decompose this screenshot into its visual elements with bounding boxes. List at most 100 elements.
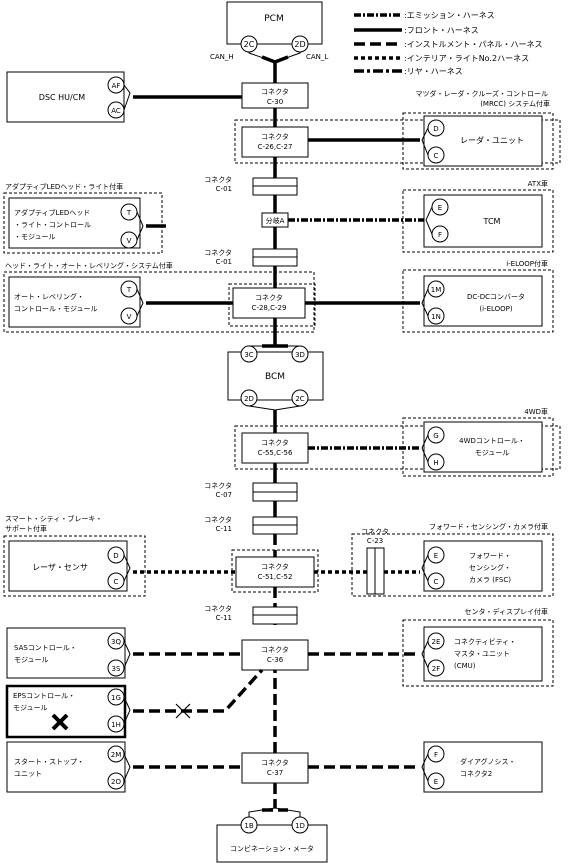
svg-text:C-11: C-11 (216, 614, 232, 622)
svg-text:モジュール: モジュール (475, 449, 510, 457)
svg-text:モジュール: モジュール (14, 656, 49, 664)
connector-c11-lower: コネクタ C-11 (204, 604, 298, 625)
svg-text:マスタ・ユニット: マスタ・ユニット (454, 649, 510, 658)
svg-text:コネクタ: コネクタ (261, 645, 289, 654)
svg-text:C-37: C-37 (267, 769, 283, 777)
svg-text:V: V (127, 237, 132, 245)
pcm-pin-2c (240, 35, 258, 53)
svg-text:スタート・ストップ・: スタート・ストップ・ (14, 757, 84, 766)
svg-text:F: F (434, 751, 438, 759)
svg-text:SASコントロール・: SASコントロール・ (14, 644, 77, 652)
dlc2-module: ダイアグノシス・ コネクタ2 F E (308, 741, 543, 793)
tcm-label: TCM (483, 217, 501, 226)
svg-text:コネクタ: コネクタ (261, 87, 289, 96)
dcdc-group: i-ELOOP付車 DC-DCコンバータ (i-ELOOP) 1M 1N (305, 259, 554, 333)
can-l-label: CAN_L (306, 53, 328, 61)
can-h-label: CAN_H (210, 53, 234, 61)
legend-front-label: :フロント・ハーネス (404, 26, 479, 35)
eps-module: EPSコントロール・ モジュール 1G 1H (5, 668, 264, 739)
svg-text:3C: 3C (244, 351, 253, 359)
svg-text:T: T (126, 209, 132, 217)
bcm-label: BCM (265, 372, 285, 382)
connector-c07: コネクタ C-07 (204, 481, 298, 502)
laser-group-label-1: スマート・シティ・ブレーキ・ (5, 514, 102, 523)
svg-text:E: E (438, 204, 442, 212)
svg-text:コネクタ: コネクタ (261, 438, 289, 447)
legend-instrument-label: :インストルメント・パネル・ハーネス (404, 40, 543, 49)
combination-meter: コンビネーション・メータ 1B 1D (216, 807, 328, 863)
svg-text:センシング・: センシング・ (469, 563, 511, 572)
svg-text:1N: 1N (431, 313, 441, 321)
sas-module: SASコントロール・ モジュール 3Q 3S (6, 627, 242, 679)
adaptive-led-group: アダプティブLEDヘッド・ライト付車 アダプティブLEDヘッド ・ライト・コント… (3, 182, 166, 254)
svg-text:1D: 1D (295, 822, 305, 830)
svg-text:C-23: C-23 (367, 537, 383, 545)
svg-text:2D: 2D (244, 395, 254, 403)
svg-text:コネクタ: コネクタ (255, 293, 283, 302)
svg-text:モジュール: モジュール (13, 704, 48, 712)
svg-text:E: E (434, 778, 438, 786)
awd-group-label: 4WD車 (524, 407, 548, 416)
radar-unit-label: レーダ・ユニット (460, 135, 524, 145)
laser-group-label-2: サポート付車 (5, 524, 47, 533)
svg-text:C-11: C-11 (216, 525, 232, 533)
svg-text:コネクタ: コネクタ (204, 481, 232, 490)
svg-text:コネクタ: コネクタ (361, 527, 389, 536)
svg-text:2O: 2O (111, 778, 121, 786)
cmu-group-label: センタ・ディスプレイ付車 (464, 607, 548, 616)
svg-text:2M: 2M (111, 751, 122, 759)
svg-text:4WDコントロール・: 4WDコントロール・ (459, 437, 525, 445)
svg-text:オート・レベリング・: オート・レベリング・ (14, 292, 84, 301)
svg-text:C-30: C-30 (267, 98, 283, 106)
svg-text:(i-ELOOP): (i-ELOOP) (479, 305, 513, 313)
svg-text:カメラ (FSC): カメラ (FSC) (469, 576, 511, 584)
svg-text:C: C (434, 578, 439, 586)
connector-c23: コネクタ C-23 (314, 527, 420, 595)
svg-text:3Q: 3Q (111, 638, 121, 646)
svg-text:コントロール・モジュール: コントロール・モジュール (14, 305, 98, 313)
connector-c2829: コネクタ C-28,C-29 (228, 283, 316, 327)
pcm-label: PCM (264, 14, 283, 24)
mrcc-group-label-1: マツダ・レーダ・クルーズ・コントロール (416, 89, 548, 98)
svg-text:・ライト・コントロール: ・ライト・コントロール (14, 221, 91, 229)
svg-text:(CMU): (CMU) (454, 662, 476, 670)
svg-text:F: F (438, 231, 442, 239)
svg-text:D: D (113, 552, 118, 560)
connector-c30: コネクタ C-30 (241, 82, 309, 109)
connector-c01-lower: コネクタ C-01 (204, 248, 298, 267)
svg-text:1M: 1M (431, 286, 442, 294)
svg-text:1H: 1H (111, 721, 121, 729)
svg-text:コネクタ: コネクタ (204, 248, 232, 257)
svg-text:・モジュール: ・モジュール (14, 233, 56, 241)
mrcc-group: マツダ・レーダ・クルーズ・コントロール (MRCC) システム付車 コネクタ C… (234, 89, 561, 170)
connector-c37: コネクタ C-37 (241, 752, 309, 784)
pcm-module: PCM 2C 2D CAN_H CAN_L (210, 1, 328, 61)
svg-text:2F: 2F (432, 665, 440, 673)
svg-text:C-01: C-01 (216, 185, 232, 193)
svg-text:C-55,C-56: C-55,C-56 (258, 449, 293, 457)
adaptive-led-group-label: アダプティブLEDヘッド・ライト付車 (5, 182, 123, 191)
pcm-pin-2d (291, 35, 309, 53)
svg-text:T: T (126, 286, 132, 294)
tcm-group: ATX車 TCM E F (288, 179, 554, 253)
svg-text:E: E (434, 552, 438, 560)
svg-text:コネクタ2: コネクタ2 (460, 769, 492, 778)
svg-text:H: H (433, 459, 438, 467)
auto-leveling-group: ヘッド・ライト・オート・レベリング・システム付車 オート・レベリング・ コントロ… (3, 261, 315, 333)
svg-text:3S: 3S (112, 665, 121, 673)
meter-label: コンビネーション・メータ (230, 844, 314, 853)
dsc-pin-af: AF (112, 82, 121, 90)
svg-text:DC-DCコンバータ: DC-DCコンバータ (467, 292, 525, 301)
legend-interior-label: :インテリア・ライトNo.2ハーネス (404, 54, 529, 63)
laser-sensor-group: スマート・シティ・ブレーキ・ サポート付車 レーザ・センサ D C (3, 514, 236, 597)
branch-a: 分岐A (261, 212, 289, 228)
adaptive-led-label-1: アダプティブLEDヘッド (14, 208, 90, 217)
svg-text:コネクティビティ・: コネクティビティ・ (454, 637, 516, 646)
svg-text:C-36: C-36 (267, 656, 284, 664)
svg-text:コネクタ: コネクタ (204, 515, 232, 524)
svg-text:C-01: C-01 (216, 258, 232, 266)
pcm-pin-2c-label: 2C (244, 40, 255, 49)
pcm-pin-2d-label: 2D (294, 40, 305, 49)
